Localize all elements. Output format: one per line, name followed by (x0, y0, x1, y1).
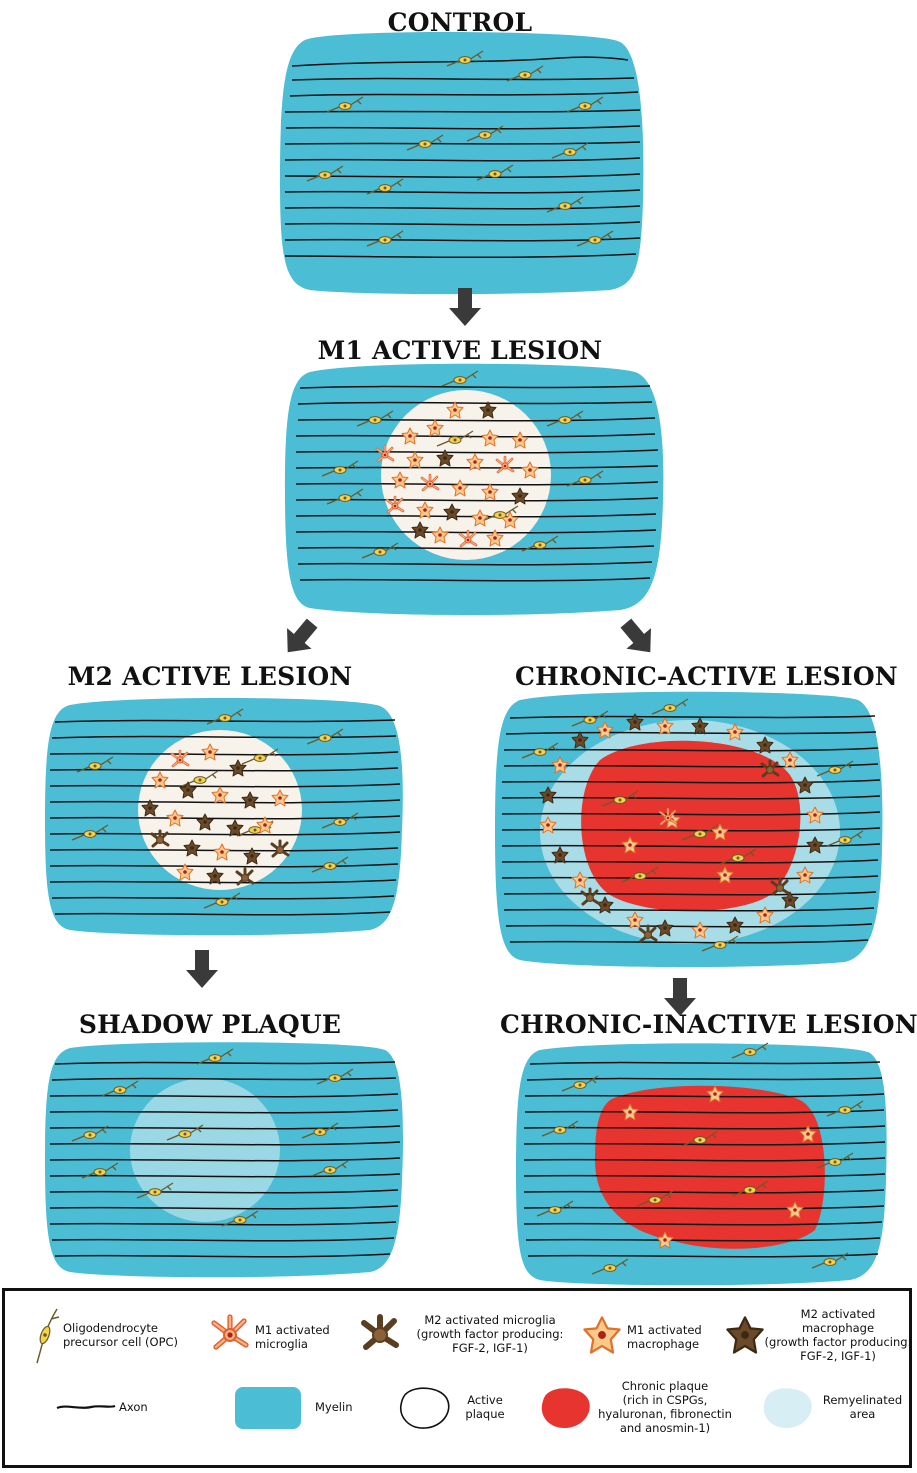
active-plaque-legend-label: Active plaque (455, 1393, 515, 1421)
axon-legend-label: Axon (119, 1400, 169, 1414)
remyelinated-legend-icon (760, 1385, 816, 1431)
chronic-inactive-panel (516, 1043, 887, 1285)
arrow-chronic-active-to-inactive (664, 978, 696, 1016)
m2-macrophage-legend-icon (723, 1313, 767, 1357)
m1-active-panel (285, 364, 663, 615)
remyelinated-legend-label: Remyelinated area (815, 1393, 910, 1421)
m1-macrophage-legend-icon (580, 1313, 624, 1357)
axon-legend-icon (55, 1401, 117, 1413)
remyelinated-area (130, 1078, 280, 1222)
opc-legend-label: Oligodendrocyte precursor cell (OPC) (63, 1321, 193, 1349)
control-panel (280, 32, 643, 294)
m2-microglia-legend-icon (355, 1313, 405, 1357)
m1-microglia-legend-icon (205, 1313, 255, 1357)
m2-active-panel (45, 698, 403, 935)
arrow-m2-to-shadow (186, 950, 218, 988)
m2-microglia-legend-label: M2 activated microglia (growth factor pr… (405, 1313, 575, 1355)
myelin-area (280, 32, 643, 294)
active-plaque-legend-icon (397, 1385, 453, 1431)
m1-microglia-legend-label: M1 activated microglia (255, 1323, 345, 1351)
lesion-diagram (0, 0, 917, 1290)
legend-box: Oligodendrocyte precursor cell (OPC) M1 … (2, 1288, 912, 1468)
shadow-plaque-panel (45, 1042, 403, 1277)
chronic-active-panel (495, 692, 882, 967)
arrow-m1-to-m2 (275, 613, 324, 663)
myelin-legend-label: Myelin (315, 1400, 375, 1414)
m2-macrophage-legend-label: M2 activated macrophage (growth factor p… (763, 1307, 913, 1363)
chronic-plaque-legend-icon (538, 1385, 594, 1431)
arrow-m1-to-chronic-active (614, 613, 663, 663)
m1-macrophage-legend-label: M1 activated macrophage (627, 1323, 717, 1351)
opc-legend-icon (27, 1307, 61, 1365)
myelin-legend-icon (233, 1385, 303, 1431)
chronic-plaque-legend-label: Chronic plaque (rich in CSPGs, hyalurona… (595, 1379, 735, 1435)
